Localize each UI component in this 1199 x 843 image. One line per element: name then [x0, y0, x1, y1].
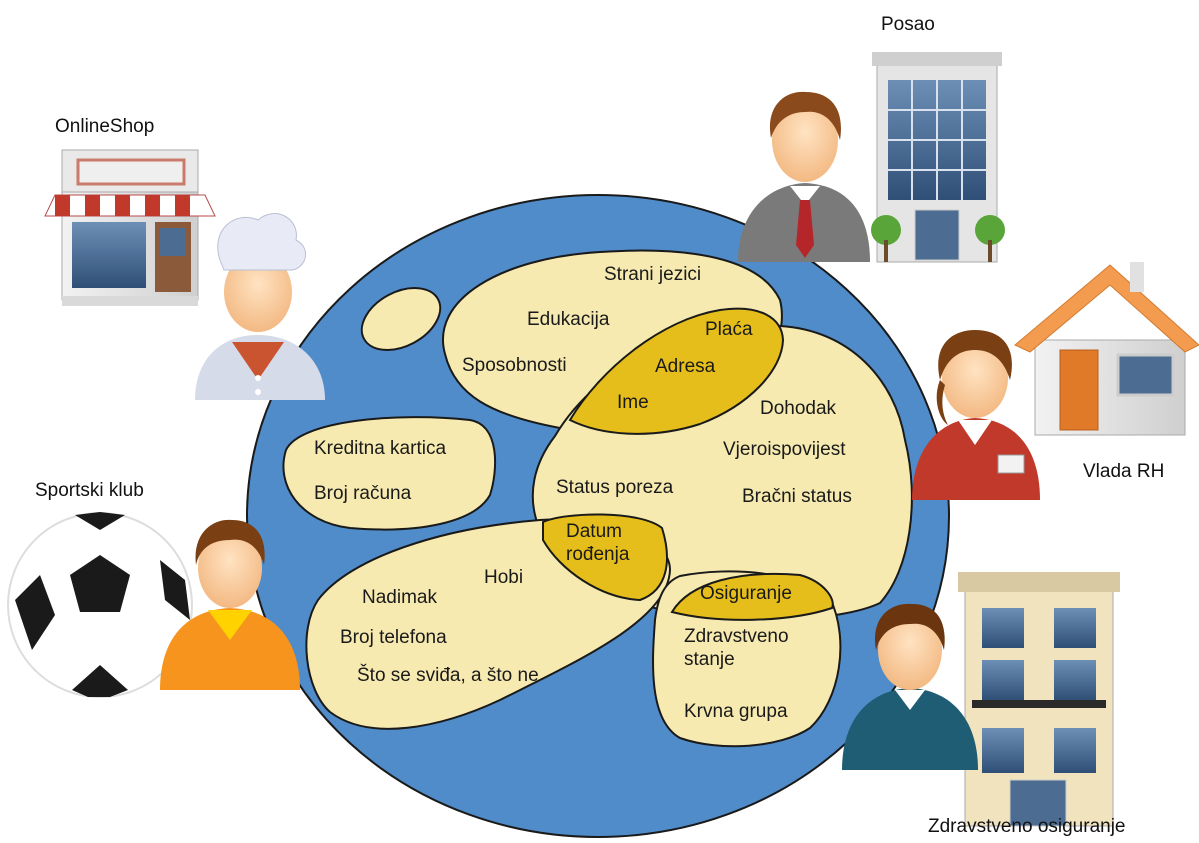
abilities-text: Sposobnosti	[462, 355, 567, 376]
government-label: Vlada RH	[1083, 461, 1165, 482]
tax-status-text: Status poreza	[556, 477, 674, 498]
insurance-agent-icon	[842, 603, 978, 770]
religion-text: Vjeroispovijest	[723, 439, 846, 460]
name-text: Ime	[617, 392, 649, 413]
soccer-ball-icon	[7, 512, 193, 698]
house-icon	[1014, 262, 1199, 436]
core-overlap	[568, 307, 785, 435]
health-insurance-label: Zdravstveno osiguranje	[928, 816, 1126, 837]
phone-number-text: Broj telefona	[340, 627, 447, 648]
office-building-icon	[871, 52, 1005, 263]
online-shop-label: OnlineShop	[55, 116, 155, 137]
marital-status-text: Bračni status	[742, 486, 852, 507]
address-text: Adresa	[655, 356, 716, 377]
businessman-icon	[738, 91, 870, 262]
finance-zone	[282, 416, 497, 531]
blood-type-text: Krvna grupa	[684, 701, 788, 722]
likes-dislikes-text: Što se sviđa, a što ne	[357, 665, 539, 686]
birth-date-text: Datum rođenja	[566, 521, 630, 565]
nickname-text: Nadimak	[362, 587, 437, 608]
health-condition-text: Zdravstveno stanje	[684, 626, 789, 670]
shop-building-icon	[44, 149, 216, 306]
chef-person-icon	[195, 213, 325, 400]
sports-person-icon	[160, 519, 300, 690]
account-number-text: Broj računa	[314, 483, 412, 504]
salary-text: Plaća	[705, 319, 753, 340]
income-text: Dohodak	[760, 398, 837, 419]
government-clerk-icon	[912, 330, 1040, 500]
insurance-overlap	[670, 572, 834, 621]
hobby-text: Hobi	[484, 567, 524, 588]
foreign-languages-text: Strani jezici	[604, 264, 702, 285]
hospital-building-icon	[958, 572, 1120, 827]
education-text: Edukacija	[527, 309, 610, 330]
insurance-text: Osiguranje	[700, 583, 792, 604]
job-label: Posao	[881, 14, 935, 35]
credit-card-text: Kreditna kartica	[314, 438, 447, 459]
birthdate-overlap	[542, 513, 668, 602]
empty-zone	[360, 287, 442, 351]
sports-club-label: Sportski klub	[35, 480, 144, 501]
